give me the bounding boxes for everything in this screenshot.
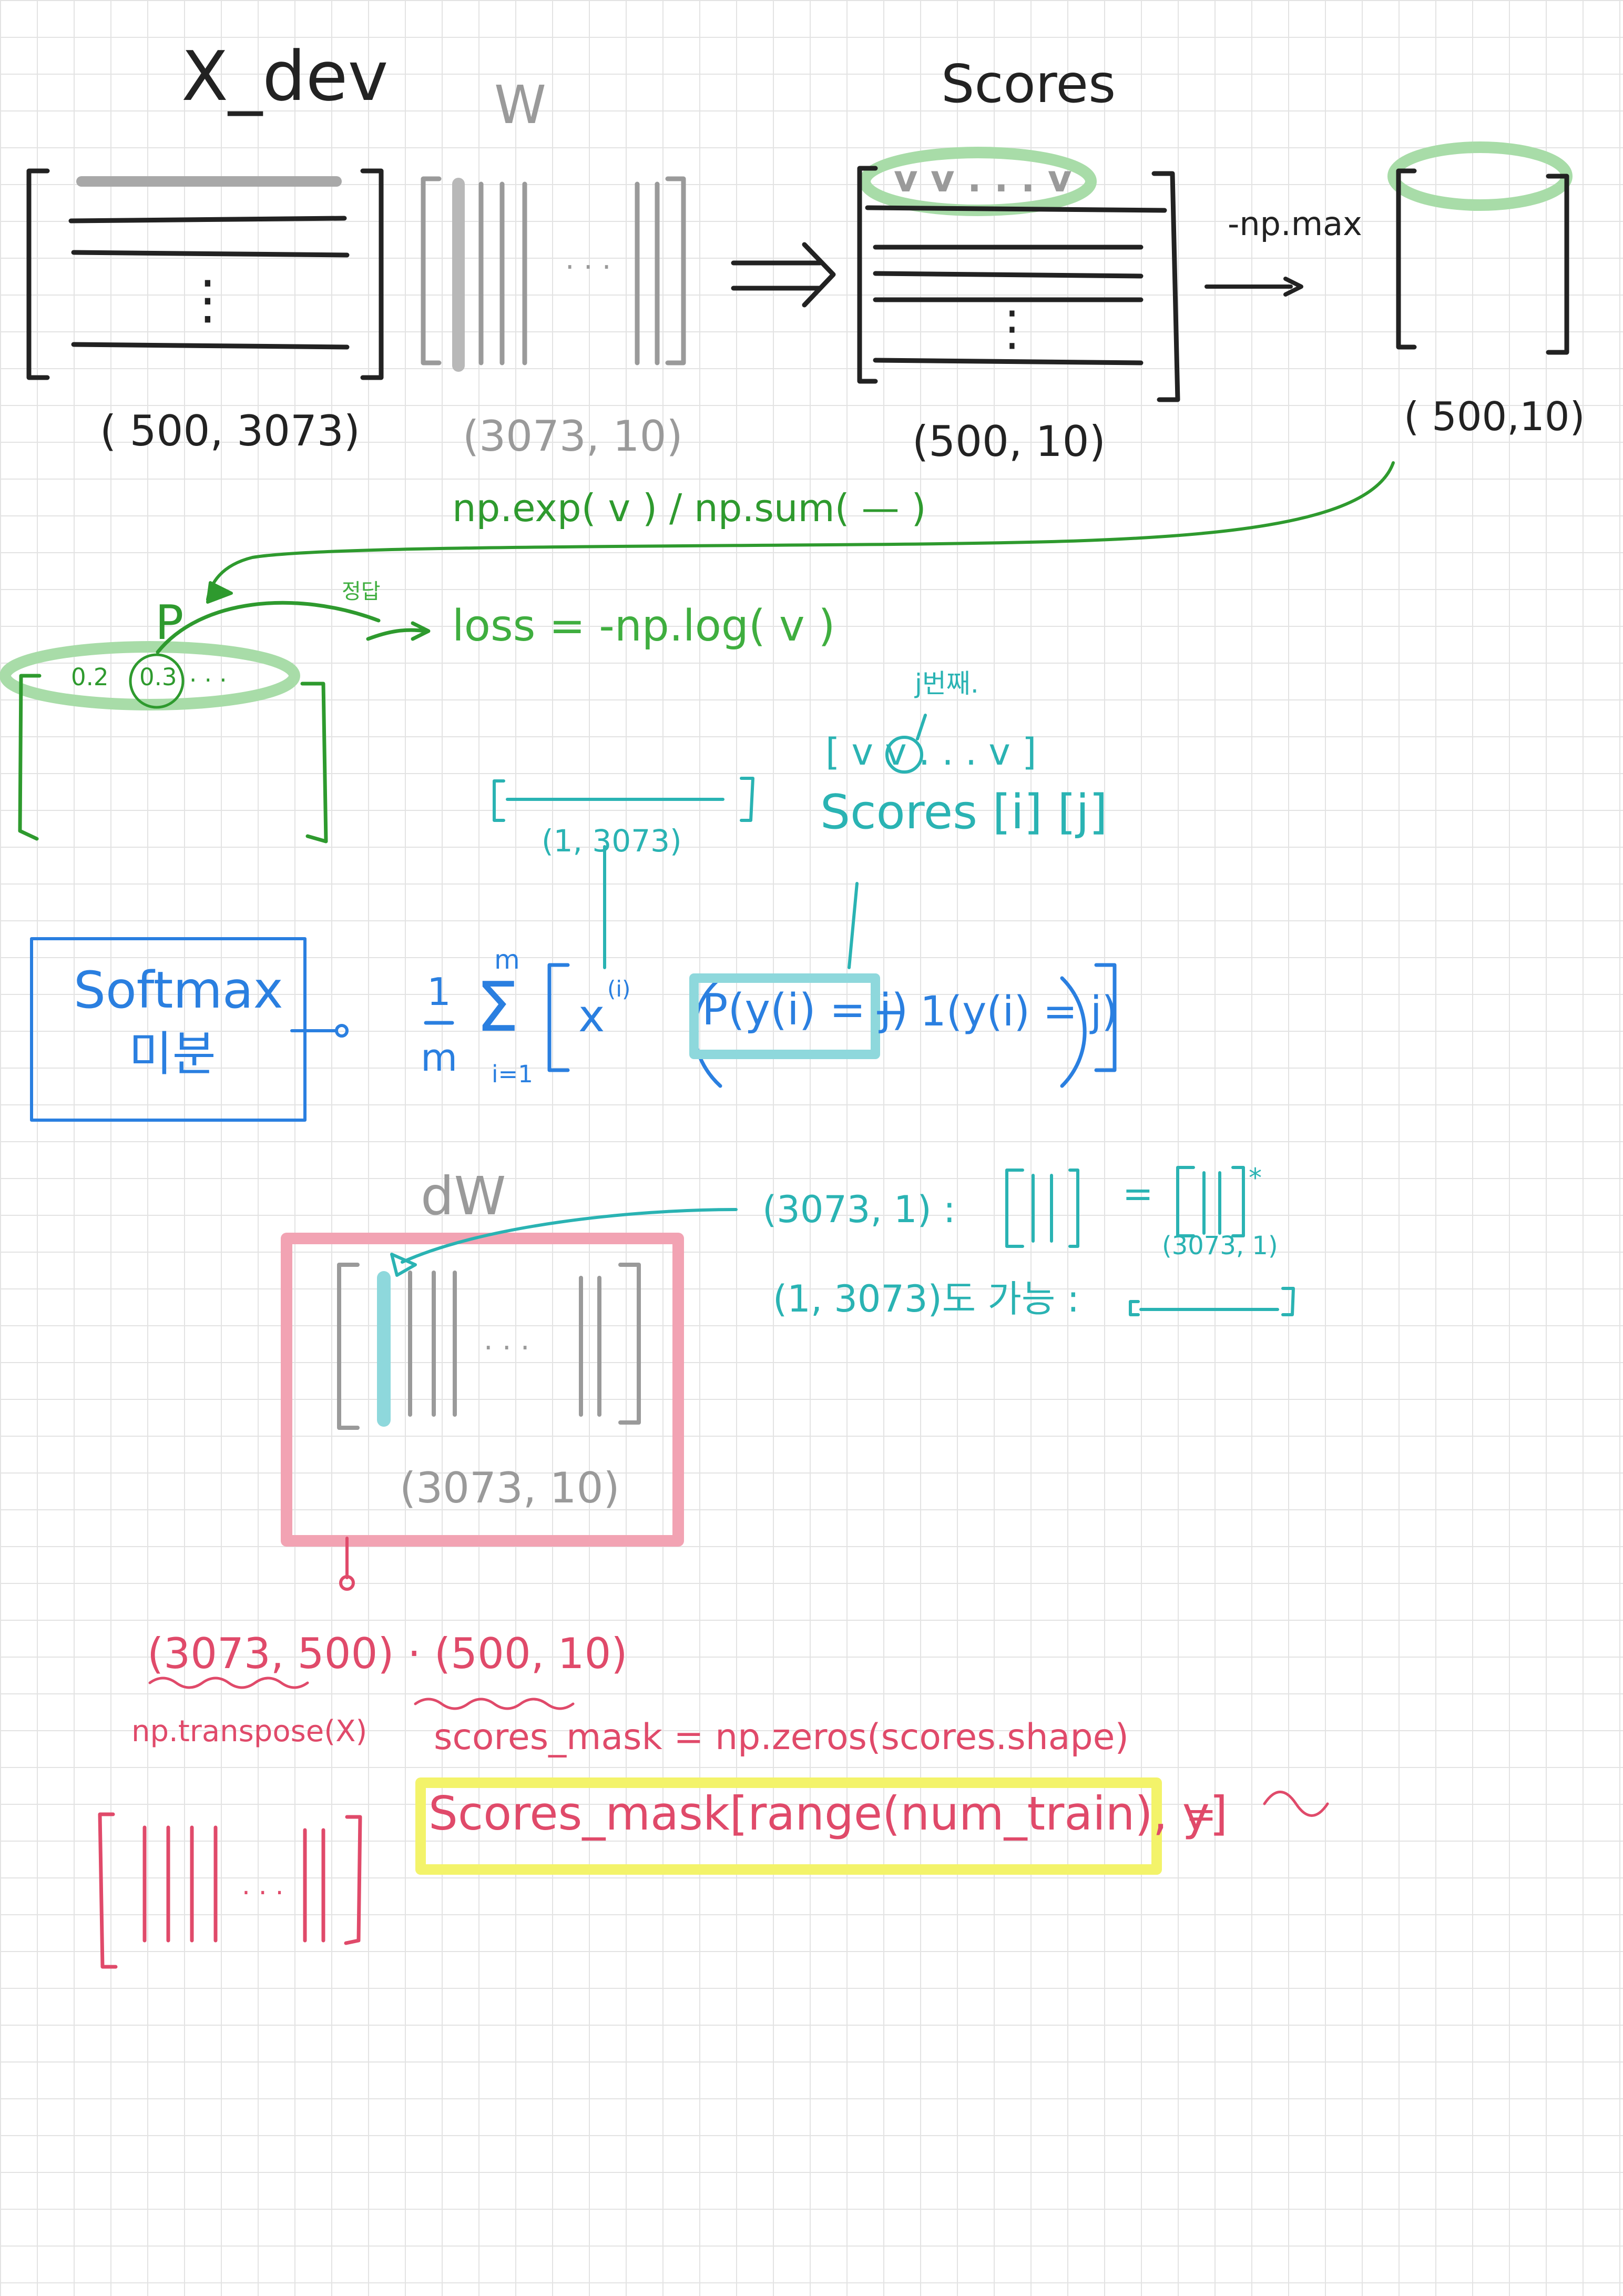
w-title: W (494, 74, 546, 136)
xdev-ellipsis: ⋮ (181, 269, 234, 330)
xdev-matrix (26, 168, 384, 380)
scores-row-marks: v v . . . v (894, 157, 1072, 200)
scores-ellipsis: ⋮ (988, 301, 1036, 356)
scores-shape: (500, 10) (912, 417, 1106, 466)
red-underlines (148, 1677, 1329, 1817)
p-term-highlight (689, 973, 880, 1059)
column-eq-shape: (3073, 1) (1162, 1231, 1278, 1261)
dw-pink-box (281, 1233, 684, 1547)
mask-assign-highlight (415, 1777, 1162, 1875)
frac-denominator: m (421, 1035, 458, 1080)
scores-row: [ v v . . . v ] (825, 730, 1037, 774)
sum-lower: i=1 (492, 1060, 533, 1088)
row-note: (1, 3073)도 가능 : (773, 1277, 1080, 1320)
j-note: j번째. (915, 668, 979, 699)
p-selected-circle (129, 653, 185, 709)
scores-matrix (857, 147, 1180, 402)
softmax-label: Softmax (74, 961, 283, 1020)
dw-matrix (337, 1263, 641, 1430)
w-ellipsis: . . . (565, 242, 611, 276)
x-superscript: (i) (607, 976, 631, 1002)
scores-ij: Scores [i] [j] (820, 785, 1108, 840)
scores-title: Scores (941, 53, 1116, 115)
xdev-title: X_dev (181, 36, 389, 116)
x-term: x (578, 990, 605, 1042)
column-note: (3073, 1) : (762, 1188, 956, 1231)
column-star: * (1249, 1163, 1262, 1193)
dw-shape: (3073, 10) (400, 1464, 620, 1512)
p-value-2: 0.3 (139, 663, 177, 691)
sum-upper: m (494, 944, 520, 975)
teal-vectors (493, 714, 927, 969)
column-equals: = (1122, 1172, 1154, 1215)
transpose-note: np.transpose(X) (131, 1714, 368, 1749)
max-arrow-label: -np.max (1228, 205, 1362, 243)
p-value-1: 0.2 (71, 663, 109, 691)
pink-down-arrow (339, 1537, 355, 1591)
p-term: P(y(i) = j) (702, 985, 909, 1035)
frac-numerator: 1 (427, 970, 451, 1014)
max-column (1387, 141, 1573, 355)
exp-label: np.exp( v ) / np.sum( — ) (452, 486, 926, 530)
matmul-arrow (731, 242, 836, 308)
mask-assign: Scores_mask[range(num_train), y] (428, 1786, 1228, 1841)
max-arrow (1205, 277, 1303, 297)
p-label: P (155, 595, 184, 651)
mask-equals: = (1186, 1793, 1217, 1836)
teal-column-vectors (1005, 1166, 1295, 1316)
dw-column-arrow (390, 1208, 738, 1277)
max-shape: ( 500,10) (1404, 393, 1585, 440)
sum-symbol: Σ (476, 967, 519, 1047)
dw-ellipsis: . . . (484, 1323, 530, 1356)
gradient-formula-brackets (424, 963, 1117, 1088)
max-highlight (1387, 141, 1573, 211)
result-ellipsis: . . . (242, 1870, 284, 1901)
loss-formula: loss = -np.log( v ) (452, 601, 835, 651)
dw-title: dW (421, 1165, 506, 1227)
answer-note: 정답 (342, 580, 381, 604)
indicator-term: − 1(y(i) = j) (873, 988, 1118, 1035)
softmax-derivative-label: 미분 (129, 1027, 216, 1082)
softmax-arrow (290, 1024, 349, 1038)
w-matrix (421, 176, 686, 372)
xdev-shape: ( 500, 3073) (100, 407, 360, 455)
row-vector-shape: (1, 3073) (542, 823, 682, 859)
result-matrix (98, 1812, 362, 1969)
w-shape: (3073, 10) (463, 412, 683, 461)
mask-init: scores_mask = np.zeros(scores.shape) (434, 1716, 1129, 1758)
p-highlight (0, 641, 300, 710)
matmul-shapes: (3073, 500) · (500, 10) (147, 1629, 628, 1678)
exp-arrow (206, 461, 1395, 604)
p-ellipsis: . . . (189, 659, 227, 687)
p-matrix (0, 601, 431, 844)
